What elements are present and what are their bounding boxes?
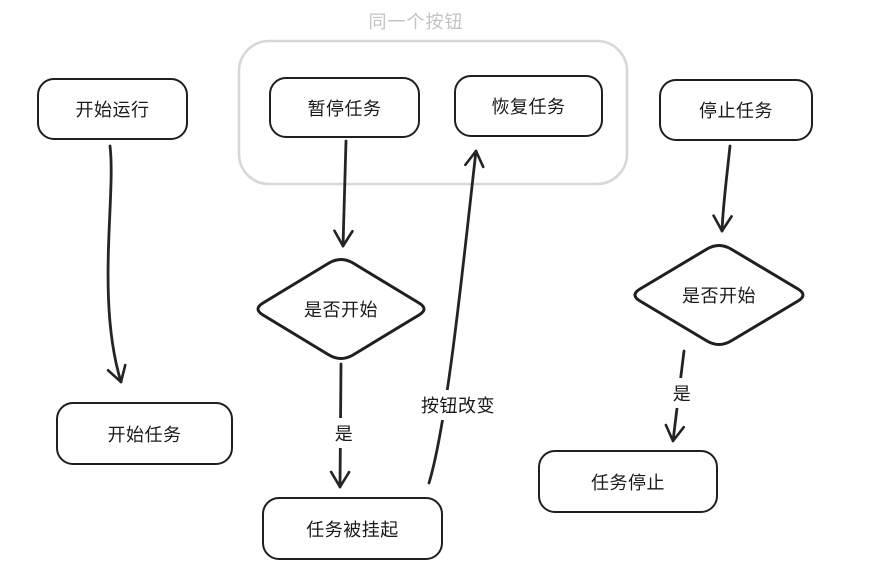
decision-diamond-right — [633, 244, 805, 346]
node-task-stopped-label: 任务停止 — [591, 472, 665, 493]
edge-label-yes-mid: 是 — [322, 418, 366, 448]
node-task-suspended-label: 任务被挂起 — [306, 519, 399, 540]
edge-label-button-change: 按钮改变 — [405, 390, 511, 420]
decision-diamond-mid — [256, 258, 426, 360]
node-stop-task-label: 停止任务 — [699, 101, 773, 121]
node-start-task-label: 开始任务 — [107, 424, 182, 445]
node-pause-task: 暂停任务 — [269, 77, 420, 138]
same-button-group-outline — [237, 39, 629, 186]
node-start-run-label: 开始运行 — [75, 100, 150, 120]
node-start-run: 开始运行 — [37, 78, 188, 140]
node-task-stopped: 任务停止 — [538, 450, 718, 513]
edge-start-run-to-start-task — [106, 144, 127, 384]
edge-label-yes-right: 是 — [660, 378, 704, 408]
same-button-group-label: 同一个按钮 — [368, 12, 464, 32]
decision-right-label-text: 是否开始 — [682, 286, 756, 306]
node-task-suspended: 任务被挂起 — [262, 497, 443, 560]
decision-mid-label-text: 是否开始 — [304, 300, 378, 320]
edge-stop-task-to-decision — [712, 144, 733, 233]
edge-task-suspended-to-resume-task — [427, 149, 485, 485]
node-resume-task-label: 恢复任务 — [491, 97, 566, 117]
decision-mid-label: 是否开始 — [253, 257, 429, 361]
node-stop-task: 停止任务 — [659, 79, 813, 141]
edge-pause-task-to-decision — [333, 139, 354, 248]
node-pause-task-label: 暂停任务 — [307, 98, 382, 119]
decision-right-label: 是否开始 — [630, 243, 808, 347]
node-resume-task: 恢复任务 — [454, 75, 603, 137]
node-start-task: 开始任务 — [56, 402, 233, 465]
